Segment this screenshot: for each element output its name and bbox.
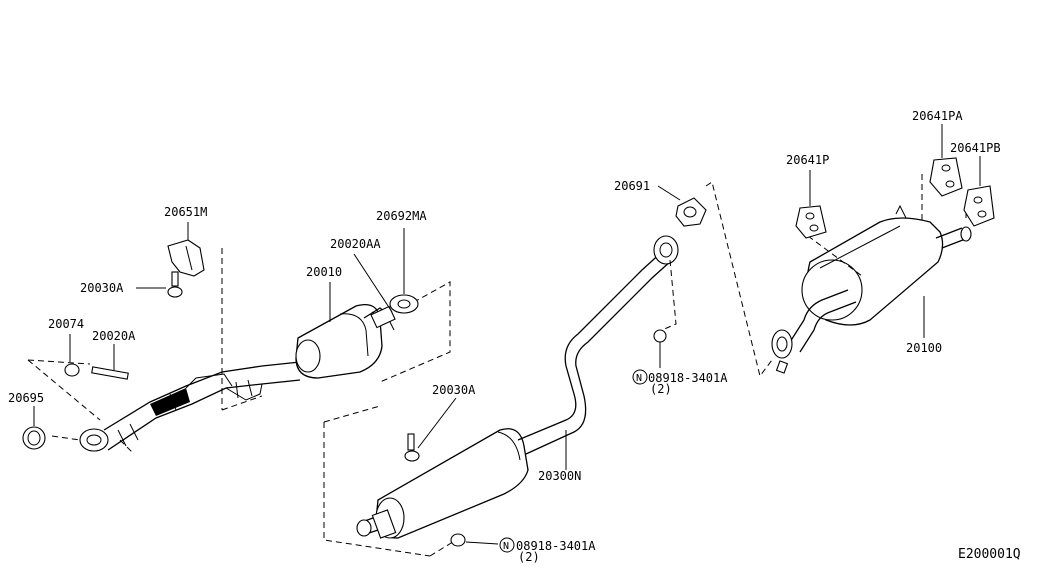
bolt-20030A-mid [404,397,457,462]
label-20695: 20695 [8,391,44,405]
label-20100: 20100 [906,341,942,355]
nut-08918-top [653,329,667,368]
label-20074: 20074 [48,317,84,331]
label-20691: 20691 [614,179,650,193]
n-symbol-top: N [636,373,642,384]
label-20030A-left: 20030A [80,281,124,295]
main-muffler-20100-assembly [771,204,972,374]
n-symbol-icon [499,537,515,553]
dashed-guides-left [27,248,451,453]
bracket-20651M [167,222,205,277]
label-08918-bottom: 08918-3401A [516,539,596,553]
qty-08918-top: (2) [650,382,672,396]
hanger-20641PA [929,124,963,197]
gasket-20692MA [389,228,419,314]
gasket-20695 [22,406,46,450]
bolt-20030A-left [136,271,183,298]
label-20020A: 20020A [92,329,136,343]
label-20300N: 20300N [538,469,581,483]
label-20030A-mid: 20030A [432,383,476,397]
gasket-20691 [657,185,707,227]
label-20641PA: 20641PA [912,109,963,123]
callout-08918-bottom: N 08918-3401A (2) [499,537,596,564]
hanger-20641P [795,170,827,239]
center-pipe-20300N-assembly [356,235,679,539]
label-20641PB: 20641PB [950,141,1001,155]
nut-08918-bottom [450,533,499,547]
diagram-id: E200001Q [958,547,1021,562]
n-symbol-bottom: N [503,541,509,552]
label-20010: 20010 [306,265,342,279]
label-20020AA: 20020AA [330,237,381,251]
label-20692MA: 20692MA [376,209,427,223]
n-symbol-icon [632,369,648,385]
front-pipe-20010-assembly [79,303,396,452]
nut-20074 [64,334,80,377]
stud-20020A [91,344,129,380]
hanger-20641PB [963,156,995,227]
callout-08918-top: N 08918-3401A (2) [632,369,728,396]
label-20651M: 20651M [164,205,207,219]
label-08918-top: 08918-3401A [648,371,728,385]
label-20641P: 20641P [786,153,829,167]
leader-20020AA [353,253,393,313]
qty-08918-bottom: (2) [518,550,540,564]
